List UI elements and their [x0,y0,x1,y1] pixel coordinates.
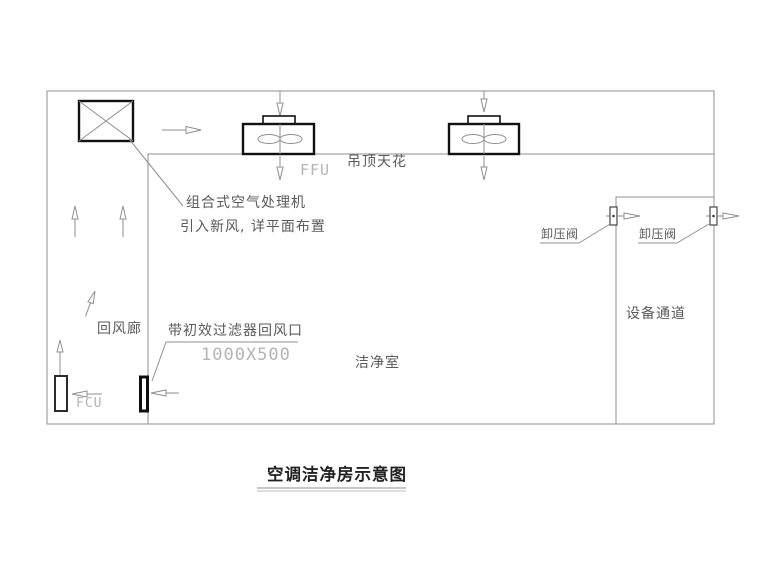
ahu-note-line2: 引入新风, 详平面布置 [180,219,326,235]
relief-valve-2 [638,206,740,244]
return-grille-size: 1000X500 [201,345,291,365]
ahu-unit [77,99,184,207]
outer-wall [46,90,715,425]
down-arrow-icon [480,98,488,113]
return-corridor-label: 回风廊 [97,321,142,337]
grille-box [139,375,149,413]
diagonal-up-arrow-icon [85,290,96,317]
equipment-channel-label: 设备通道 [626,306,686,322]
up-arrow-icon [56,339,64,375]
ahu-note-line1: 组合式空气处理机 [186,195,306,211]
ffu-unit-1 [241,91,316,181]
room-outlines [46,90,715,425]
ffu-unit-2 [447,91,521,181]
relief-valve-label-2: 卸压阀 [639,227,677,241]
left-arrow-icon [71,390,102,398]
left-arrow-icon [150,389,179,397]
fcu-unit [54,375,102,412]
up-arrow-icon [71,205,79,237]
grille-leader-line [151,341,167,382]
return-grille-note: 带初效过滤器回风口 [168,323,303,339]
page-title: 空调洁净房示意图 [267,465,407,484]
ceiling-label: 吊顶天花 [347,154,407,170]
corridor-airflow-arrows [56,205,127,375]
ahu-leader-line [128,138,184,207]
right-arrow-icon [617,212,641,220]
fan-blade-icon [483,134,507,144]
fcu-box [54,375,68,412]
valve-leader-line [676,223,710,244]
title-underline [257,487,406,492]
valve-leader-line [578,223,611,244]
ffu-label: FFU [300,161,331,179]
equipment-channel-wall [615,196,714,424]
down-arrow-icon [276,166,284,181]
relief-valve-label-1: 卸压阀 [541,227,579,241]
relief-valve-1 [540,206,641,244]
return-air-grille [139,341,298,413]
down-arrow-icon [276,102,284,117]
supply-air-arrow [162,125,202,135]
fan-blade-icon [279,134,303,144]
right-arrow-icon [717,212,740,220]
up-arrow-icon [119,205,127,237]
fcu-label: FCU [76,396,103,411]
down-arrow-icon [480,166,488,181]
clean-room-label: 洁净室 [355,355,400,371]
